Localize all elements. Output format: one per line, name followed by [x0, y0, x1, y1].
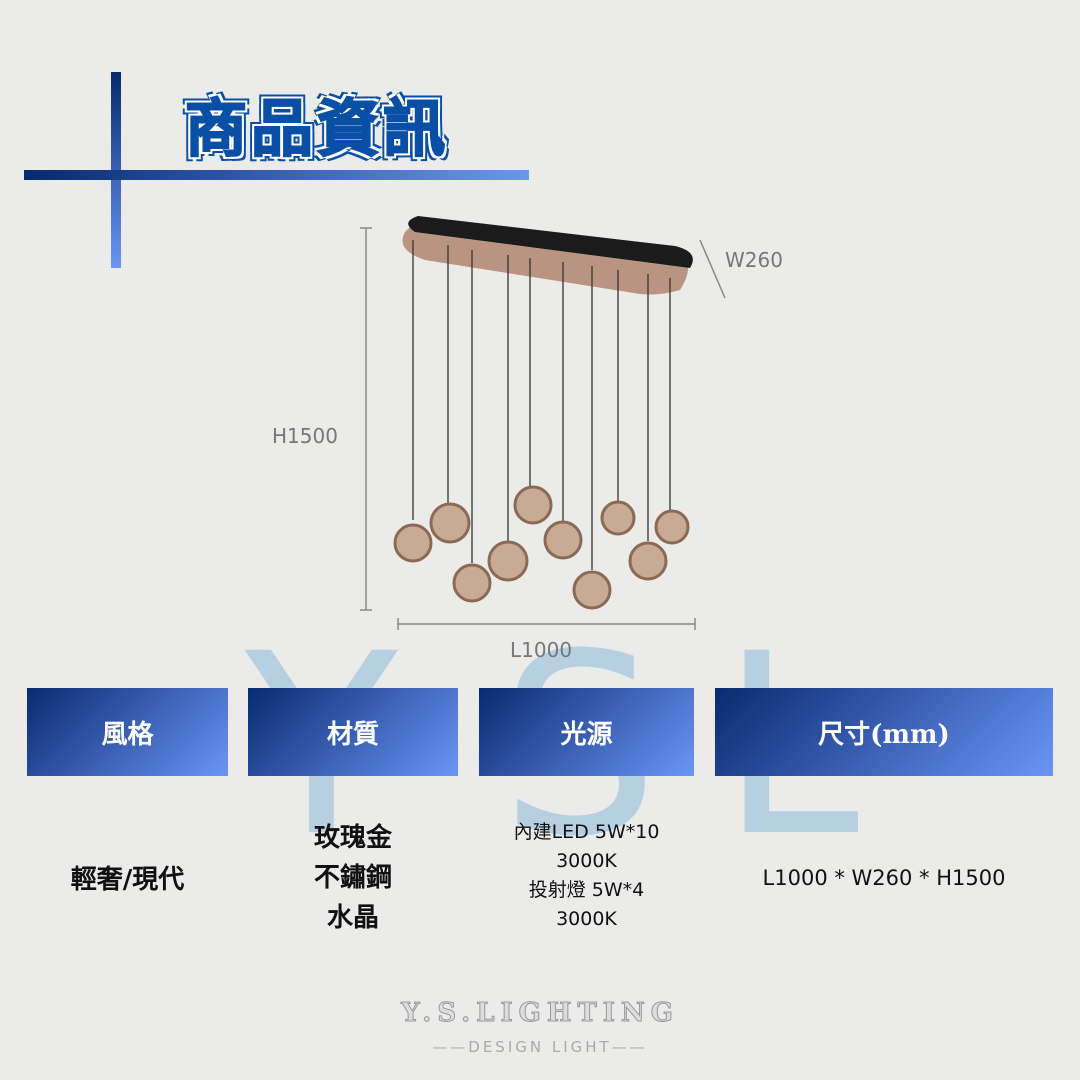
light-item: 投射燈 5W*4	[528, 879, 645, 901]
brand-logo: Y.S.LIGHTING	[401, 998, 679, 1029]
header-material: 材質	[248, 688, 458, 776]
chandelier-image	[360, 216, 726, 630]
height-dimension-label: H1500	[272, 424, 338, 448]
size-value: L1000 * W260 * H1500	[762, 866, 1006, 890]
brand-tagline: ——DESIGN LIGHT——	[432, 1038, 648, 1056]
decorative-horizontal-bar	[24, 170, 529, 180]
material-item: 不鏽鋼	[313, 863, 392, 893]
page-title: 商品資訊	[184, 91, 450, 166]
light-item: 3000K	[556, 908, 617, 930]
header-light-source: 光源	[479, 688, 694, 776]
light-source-values: 內建LED 5W*10 3000K 投射燈 5W*4 3000K	[479, 818, 694, 934]
light-item: 3000K	[556, 850, 617, 872]
light-item: 內建LED 5W*10	[513, 821, 660, 843]
material-values: 玫瑰金 不鏽鋼 水晶	[248, 818, 458, 938]
length-dimension-label: L1000	[510, 638, 573, 662]
header-size: 尺寸(mm)	[715, 688, 1053, 776]
material-item: 水晶	[326, 903, 379, 933]
width-dimension-label: W260	[725, 248, 783, 272]
header-style: 風格	[27, 688, 228, 776]
material-item: 玫瑰金	[313, 823, 392, 853]
style-value: 輕奢/現代	[70, 865, 185, 895]
